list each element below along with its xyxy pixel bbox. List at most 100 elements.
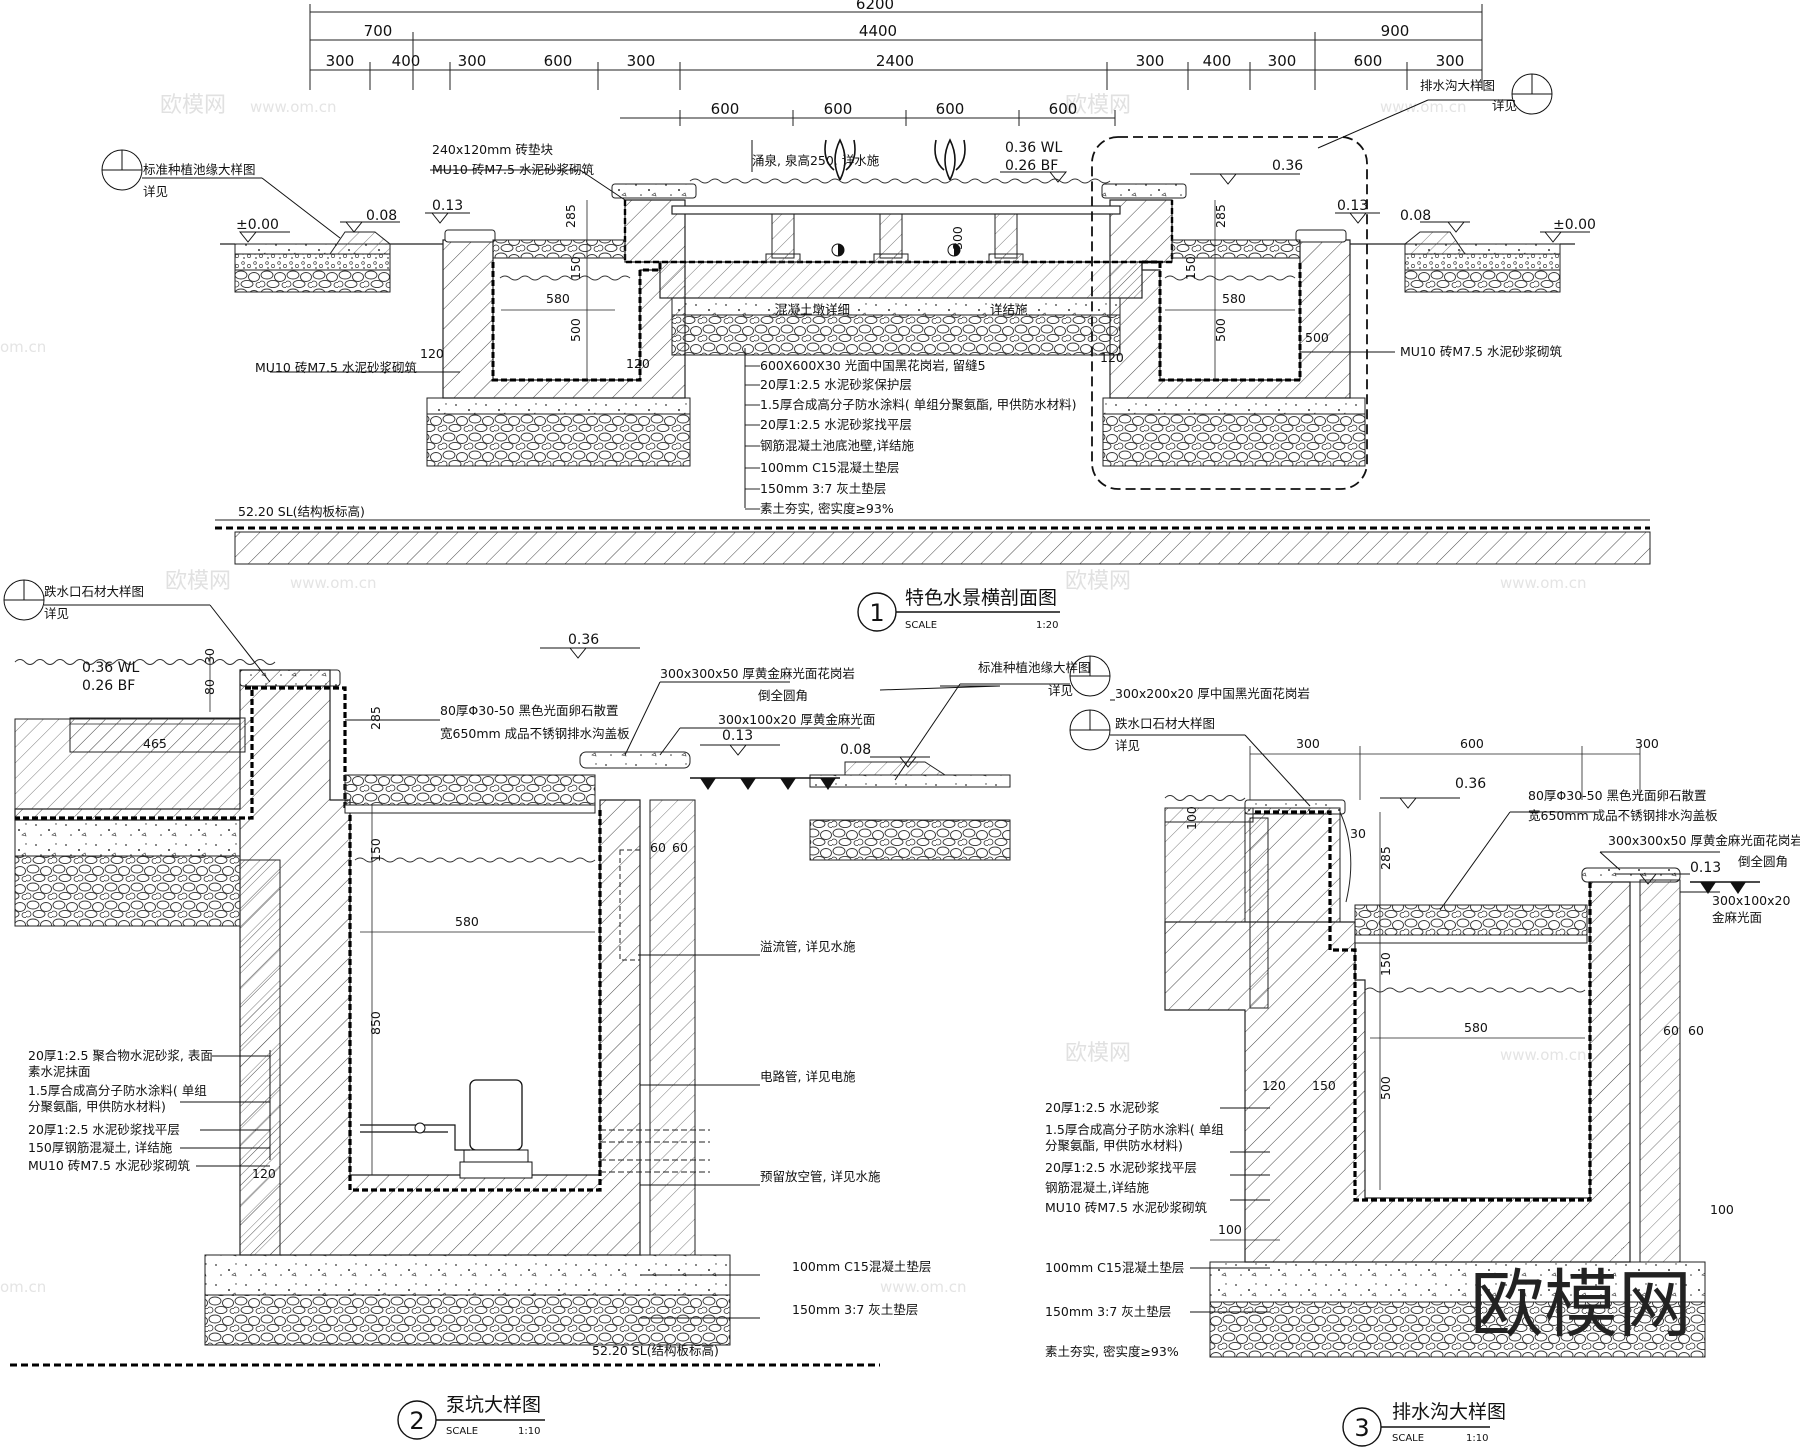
top-dimension-text: 6200 700 4400 900 300 400 300 600 300 24…	[326, 0, 1465, 118]
layer3-4: 20厚1:2.5 水泥砂浆找平层	[1045, 1160, 1197, 1175]
watermark-logo: 欧模网	[1065, 1041, 1131, 1066]
layer3-8: 150mm 3:7 灰土垫层	[1045, 1304, 1171, 1319]
dim-h150-2: 150	[368, 838, 383, 862]
callout-overflow-2: 溢流管, 详见水施	[760, 939, 856, 954]
layer-8: 素土夯实, 密实度≥93%	[760, 501, 894, 516]
section-1-scale-value: 1:20	[1036, 620, 1058, 631]
callout-fountain: 涌泉, 泉高250, 详水施	[752, 153, 880, 168]
layer3-2: 1.5厚合成高分子防水涂料( 单组	[1045, 1122, 1224, 1137]
callout-see-2: 详见	[44, 606, 69, 621]
watermark-url: om.cn	[0, 1278, 46, 1296]
dim-w300a-3: 300	[1296, 736, 1320, 751]
layer-4: 20厚1:2.5 水泥砂浆找平层	[760, 417, 912, 432]
dim-h30-2: 30	[202, 648, 217, 664]
layer3-3: 分聚氨酯, 甲供防水材料)	[1045, 1138, 1183, 1153]
dim-h500-left: 500	[568, 318, 583, 342]
dim-w120-farright: 500	[1305, 330, 1329, 345]
level-bf: 0.26 BF	[1005, 158, 1058, 174]
callout-round-edge-3: 倒全圆角	[1738, 854, 1788, 869]
dim-row3-10: 300	[1436, 52, 1465, 70]
level-curb-right: 0.08	[1400, 208, 1431, 224]
level-rim-3: 0.13	[1690, 860, 1721, 876]
layer-3: 1.5厚合成高分子防水涂料( 单组分聚氨酯, 甲供防水材料)	[760, 397, 1077, 412]
dim-row3-7: 400	[1203, 52, 1232, 70]
level-ground-right: ±0.00	[1553, 217, 1596, 233]
section-2-drawing	[10, 659, 1011, 1367]
level-ground-left: ±0.00	[236, 217, 279, 233]
watermark-url: www.om.cn	[880, 1278, 967, 1296]
dim-h285-right: 285	[1213, 204, 1228, 228]
dim-h285-3: 285	[1378, 846, 1393, 870]
level-wl: 0.36 WL	[1005, 140, 1062, 156]
dim-h285-left: 285	[563, 204, 578, 228]
dim-row3-8: 300	[1268, 52, 1297, 70]
dim-row4-0: 600	[711, 100, 740, 118]
layer-1: 600X600X30 光面中国黑花岗岩, 留缝5	[760, 358, 986, 373]
callout-pier-right: 详结施	[990, 302, 1028, 317]
dim-w465-2: 465	[143, 736, 167, 751]
section-2-scale-value: 1:10	[518, 1426, 540, 1437]
section-1-callouts: 标准种植池缘大样图 详见 排水沟大样图 详见 240x120mm 砖垫块 MU1…	[101, 73, 1562, 508]
callout-grate-2: 宽650mm 成品不锈钢排水沟盖板	[440, 726, 630, 741]
dim-h500-3: 500	[1378, 1076, 1393, 1100]
section-3-levels	[1380, 797, 1690, 885]
callout-round-edge-2: 倒全圆角	[758, 688, 808, 703]
layer-2: 20厚1:2.5 水泥砂浆保护层	[760, 377, 912, 392]
layer3-9: 素土夯实, 密实度≥93%	[1045, 1344, 1179, 1359]
dim-w580-3: 580	[1464, 1020, 1488, 1035]
callout-see2: 详见	[1492, 98, 1517, 113]
layer2-4: 分聚氨酯, 甲供防水材料)	[28, 1099, 166, 1114]
section-3-level-text: 0.36 0.13	[1455, 776, 1721, 876]
callout-granite-black-3: 300x200x20 厚中国黑光面花岗岩	[1115, 686, 1310, 701]
dim-w60b-3: 60	[1688, 1023, 1704, 1038]
section-2-title-block: 2 泵坑大样图 SCALE 1:10	[397, 1394, 545, 1440]
level-rim-2: 0.13	[722, 728, 753, 744]
watermark-url: www.om.cn	[1380, 98, 1467, 116]
top-dimension-chains	[309, 4, 1483, 126]
section-3-callouts: 300x200x20 厚中国黑光面花岗岩 跌水口石材大样图 详见 80厚Φ30-…	[1069, 686, 1800, 1313]
level-wall-top: 0.36	[1272, 158, 1303, 174]
dim-w120-3: 120	[1262, 1078, 1286, 1093]
section-2-scale-label: SCALE	[446, 1426, 478, 1437]
section-3-layer-list: 20厚1:2.5 水泥砂浆 1.5厚合成高分子防水涂料( 单组 分聚氨酯, 甲供…	[1045, 1100, 1224, 1359]
dim-h850-2: 850	[368, 1011, 383, 1035]
section-3-title: 排水沟大样图	[1392, 1401, 1506, 1423]
layer3-1: 20厚1:2.5 水泥砂浆	[1045, 1100, 1160, 1115]
section-1-level-text: ±0.00 0.08 0.13 0.36 WL 0.26 BF 0.36 0.1…	[236, 140, 1596, 519]
watermark-url: www.om.cn	[1500, 1046, 1587, 1064]
dim-row3-1: 400	[392, 52, 421, 70]
layer2-5: 20厚1:2.5 水泥砂浆找平层	[28, 1122, 180, 1137]
callout-brick-mortar: MU10 砖M7.5 水泥砂浆砌筑	[432, 162, 594, 177]
section-2-callouts: 跌水口石材大样图 详见 80厚Φ30-50 黑色光面卵石散置 宽650mm 成品…	[3, 579, 1111, 1319]
dim-w120-left: 120	[420, 346, 444, 361]
level-curb-2: 0.08	[840, 742, 871, 758]
layer3-7: 100mm C15混凝土垫层	[1045, 1260, 1184, 1275]
callout-drain-detail: 排水沟大样图	[1420, 78, 1495, 93]
corner-logo: 欧模网	[1470, 1262, 1692, 1348]
section-2-layer-list: 20厚1:2.5 聚合物水泥砂浆, 表面 素水泥抹面 1.5厚合成高分子防水涂料…	[28, 1048, 270, 1173]
callout-planter-edge-2: 标准种植池缘大样图	[978, 660, 1091, 675]
dim-row3-9: 600	[1354, 52, 1383, 70]
section-1-layer-list: 600X600X30 光面中国黑花岗岩, 留缝5 20厚1:2.5 水泥砂浆保护…	[745, 358, 1077, 516]
watermark-layer: 欧模网 www.om.cn 欧模网 www.om.cn om.cn 欧模网 ww…	[0, 93, 1587, 1296]
layer2-1: 20厚1:2.5 聚合物水泥砂浆, 表面	[28, 1048, 213, 1063]
callout-see: 详见	[143, 184, 168, 199]
dim-row2-0: 700	[364, 22, 393, 40]
corner-logo-text: 欧模网	[1470, 1262, 1692, 1348]
dim-w580-right: 580	[1222, 291, 1246, 306]
dim-row4-2: 600	[936, 100, 965, 118]
dim-overall: 6200	[856, 0, 894, 13]
callout-conduit-2: 电路管, 详见电施	[760, 1069, 856, 1084]
dim-row3-5: 2400	[876, 52, 914, 70]
dim-w60a-3: 60	[1663, 1023, 1679, 1038]
dim-w300b-3: 300	[1635, 736, 1659, 751]
callout-pebbles-2: 80厚Φ30-50 黑色光面卵石散置	[440, 703, 619, 718]
level-bf-2: 0.26 BF	[82, 678, 135, 694]
callout-drain-pipe-2: 预留放空管, 详见水施	[760, 1169, 881, 1184]
dim-w150-3: 150	[1312, 1078, 1336, 1093]
dim-row2-1: 4400	[859, 22, 897, 40]
layer3-6: MU10 砖M7.5 水泥砂浆砌筑	[1045, 1200, 1207, 1215]
layer2-2: 素水泥抹面	[28, 1064, 91, 1079]
section-3-title-block: 3 排水沟大样图 SCALE 1:10	[1342, 1401, 1506, 1447]
